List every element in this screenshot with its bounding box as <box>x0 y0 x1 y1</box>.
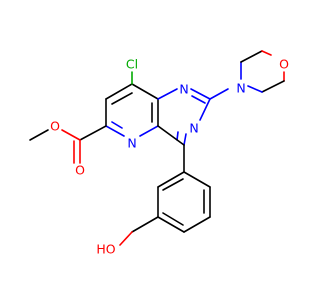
bond <box>157 125 185 146</box>
bond <box>209 88 229 100</box>
bond <box>162 212 184 226</box>
bond <box>131 83 159 100</box>
bond <box>29 129 49 141</box>
bond <box>157 216 185 233</box>
bond <box>191 95 206 104</box>
bond <box>183 171 211 188</box>
bond <box>157 88 178 100</box>
bond <box>139 125 159 137</box>
bond <box>261 80 285 93</box>
bond <box>176 131 179 141</box>
bond <box>247 85 263 93</box>
bond <box>79 125 107 141</box>
bond <box>199 98 211 121</box>
bond <box>190 88 211 100</box>
bond <box>162 178 184 191</box>
chlorine-atom: Cl <box>126 57 138 72</box>
oxygen-atom: O <box>50 119 60 134</box>
oxygen-atom: O <box>279 57 289 72</box>
bond <box>240 50 263 63</box>
bonds <box>29 50 285 246</box>
nitrogen-atom: N <box>236 81 245 96</box>
bond <box>61 129 81 141</box>
hydroxyl-group: HO <box>96 242 115 257</box>
bond <box>157 171 185 188</box>
nitrogen-atom: N <box>179 82 188 97</box>
bond <box>131 216 159 233</box>
bond <box>119 231 133 246</box>
bond <box>105 125 125 137</box>
bond <box>111 92 133 105</box>
bond <box>183 216 211 233</box>
bond <box>111 121 123 129</box>
molecule-structure-diagram: Cl N N N N O O O HO <box>29 50 289 257</box>
bond <box>261 50 272 56</box>
bond <box>105 83 133 100</box>
bond <box>183 133 187 146</box>
oxygen-atom: O <box>75 163 85 178</box>
atom-labels: Cl N N N N O O O HO <box>50 57 289 257</box>
nitrogen-atom: N <box>189 121 198 136</box>
nitrogen-atom: N <box>127 136 136 151</box>
